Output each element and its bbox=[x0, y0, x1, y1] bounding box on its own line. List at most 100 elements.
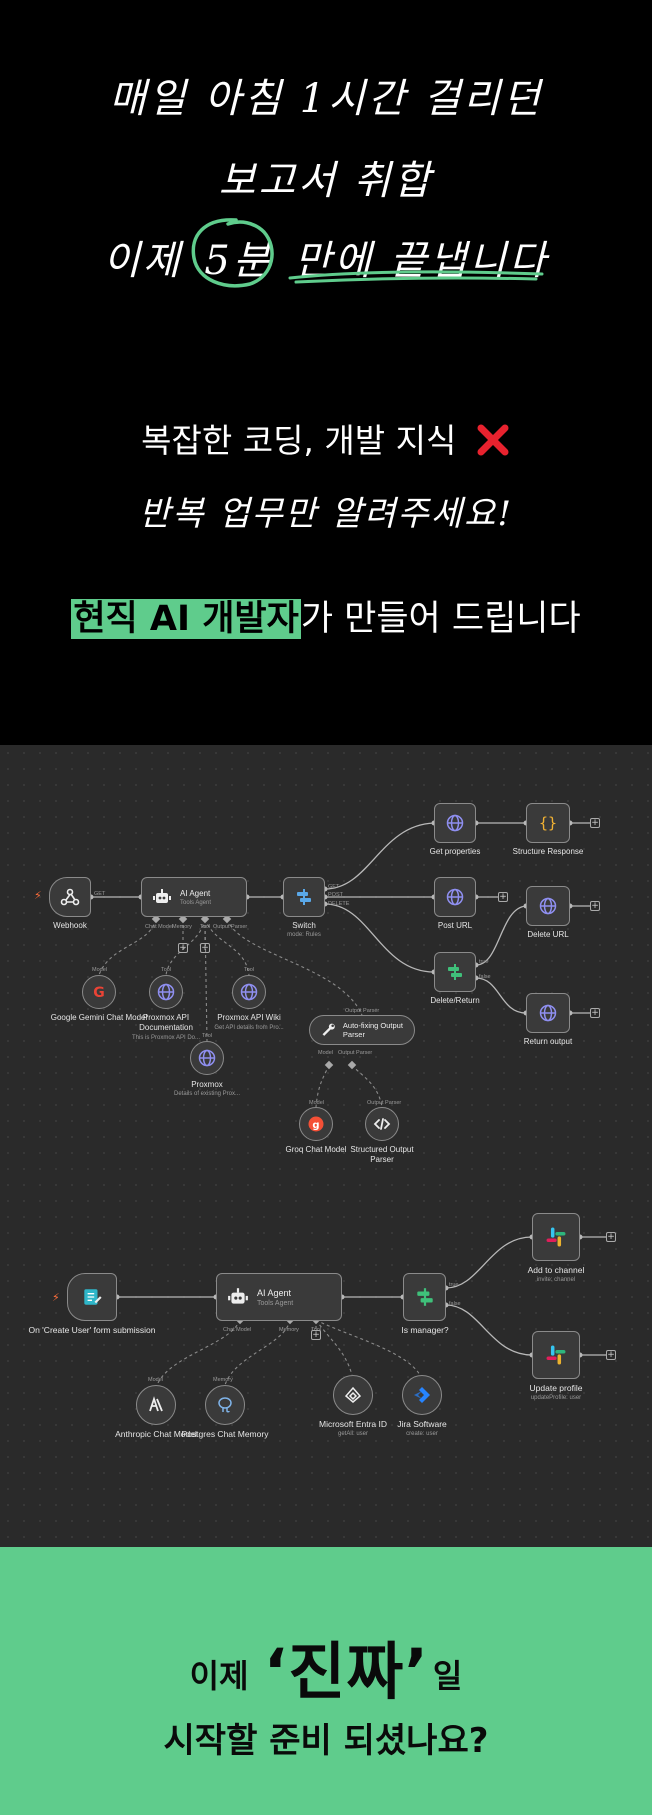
proxmox-wiki-port-label: Tool bbox=[244, 967, 255, 973]
structure-response-label: Structure Response bbox=[512, 847, 584, 856]
switch-signpost-icon bbox=[297, 889, 311, 905]
headline-post: 만에 끝냅니다 bbox=[294, 238, 549, 284]
form-trigger-label: On 'Create User' form submission bbox=[28, 1325, 156, 1335]
ai-agent-subtitle: Tools Agent bbox=[180, 899, 212, 906]
tools-wrench-icon bbox=[322, 1023, 335, 1036]
groq-model-node[interactable]: g bbox=[299, 1107, 333, 1141]
proxmox-wiki-node[interactable] bbox=[232, 975, 266, 1009]
svg-text:{}: {} bbox=[539, 814, 557, 832]
entra-id-node[interactable] bbox=[333, 1375, 373, 1415]
is-manager-label: Is manager? bbox=[401, 1325, 449, 1335]
add-after-channel-button[interactable]: + bbox=[606, 1232, 616, 1242]
get-properties-label: Get properties bbox=[429, 847, 481, 856]
groq-model-label: Groq Chat Model bbox=[285, 1145, 347, 1154]
globe-icon bbox=[539, 1004, 557, 1022]
autofix-top-port-label: Output Parser bbox=[345, 1008, 380, 1014]
globe-icon bbox=[539, 897, 557, 915]
hero-headline-line2: 보고서 취합 bbox=[218, 158, 434, 204]
proxmox-wiki-subtitle: Get API details from Pro... bbox=[214, 1025, 284, 1031]
globe-icon bbox=[446, 814, 464, 832]
subheading-repeat: 반복 업무만 알려주세요! bbox=[138, 494, 514, 534]
switch-port-delete: DELETE bbox=[328, 901, 350, 907]
slack-icon bbox=[546, 1345, 566, 1365]
groq-port-label: Model bbox=[309, 1100, 324, 1106]
gemini-model-node[interactable]: G bbox=[82, 975, 116, 1009]
svg-text:g: g bbox=[312, 1120, 319, 1131]
proxmox-doc-node[interactable] bbox=[149, 975, 183, 1009]
add-to-channel-node[interactable] bbox=[532, 1213, 580, 1261]
structured-parser-label: Structured Output Parser bbox=[350, 1145, 414, 1164]
ai-agent-2-subtitle: Tools Agent bbox=[257, 1299, 294, 1307]
form-trigger-node[interactable] bbox=[67, 1273, 117, 1321]
add-tool-button[interactable]: + bbox=[200, 943, 210, 953]
anthropic-model-node[interactable] bbox=[136, 1385, 176, 1425]
get-properties-node[interactable] bbox=[434, 803, 476, 843]
add-tool-button-2[interactable]: + bbox=[311, 1330, 321, 1340]
hero-headline-line1: 매일 아침 1시간 걸리던 bbox=[109, 76, 543, 122]
delete-url-node[interactable] bbox=[526, 886, 570, 926]
gemini-port-label: Model bbox=[92, 967, 107, 973]
cta-section: 이제 ‘진짜’일 시작할 준비 되셨나요? bbox=[0, 1547, 652, 1815]
postgres-memory-node[interactable] bbox=[205, 1385, 245, 1425]
delete-return-node[interactable] bbox=[434, 952, 476, 992]
hero-section: 매일 아침 1시간 걸리던 보고서 취합 이제 5분 만에 끝냅니다 복잡한 코… bbox=[0, 0, 652, 745]
autofix-port-model: Model bbox=[318, 1050, 333, 1056]
autofix-parser-node[interactable]: Auto-fixing Output Parser bbox=[309, 1015, 415, 1045]
globe-icon bbox=[240, 983, 258, 1001]
proxmox-port-label: Tool bbox=[202, 1033, 213, 1039]
add-after-post-button[interactable]: + bbox=[498, 892, 508, 902]
autofix-parser-label: Auto-fixing Output Parser bbox=[342, 1021, 403, 1039]
jira-label: Jira Software bbox=[397, 1419, 447, 1429]
anthropic-model-label: Anthropic Chat Model bbox=[115, 1429, 197, 1439]
delete-url-label: Delete URL bbox=[527, 930, 569, 939]
agent2-port-chat-model: Chat Model bbox=[223, 1327, 252, 1333]
agent-port-tool: Tool bbox=[200, 924, 211, 930]
cta-line2: 시작할 준비 되셨나요? bbox=[163, 1721, 489, 1761]
switch-port-get: GET bbox=[328, 884, 340, 890]
entra-id-label: Microsoft Entra ID bbox=[318, 1419, 388, 1429]
update-profile-node[interactable] bbox=[532, 1331, 580, 1379]
post-url-node[interactable] bbox=[434, 877, 476, 917]
entra-diamond-icon bbox=[344, 1386, 362, 1403]
proxmox-node[interactable] bbox=[190, 1041, 224, 1075]
return-output-label: Return output bbox=[523, 1037, 573, 1046]
curly-braces-icon: {} bbox=[539, 814, 557, 832]
proxmox-label: Proxmox bbox=[191, 1080, 223, 1089]
postgres-port-label: Memory bbox=[213, 1377, 233, 1383]
update-profile-subtitle: updateProfile: user bbox=[530, 1395, 582, 1401]
add-after-structure-button[interactable]: + bbox=[590, 818, 600, 828]
delete-port-true: true bbox=[479, 959, 489, 965]
cta-post: 일 bbox=[432, 1657, 463, 1695]
globe-icon bbox=[198, 1049, 216, 1067]
google-g-icon: G bbox=[93, 985, 105, 1001]
agent2-port-memory: Memory bbox=[279, 1327, 299, 1333]
webhook-node[interactable] bbox=[49, 877, 91, 917]
hero-headline-line3: 이제 5분 만에 끝냅니다 bbox=[0, 218, 652, 288]
jira-icon bbox=[414, 1387, 430, 1403]
is-manager-node[interactable] bbox=[403, 1273, 446, 1321]
add-after-delete-button[interactable]: + bbox=[590, 901, 600, 911]
manager-port-true: true bbox=[449, 1282, 459, 1288]
jira-node[interactable] bbox=[402, 1375, 442, 1415]
trigger-bolt-icon: ⚡ bbox=[52, 1291, 60, 1304]
add-memory-button[interactable]: + bbox=[178, 943, 188, 953]
structured-parser-node[interactable] bbox=[365, 1107, 399, 1141]
cta-line1: 이제 ‘진짜’일 bbox=[0, 1621, 652, 1711]
agent-port-chat-model: Chat Model bbox=[145, 924, 174, 930]
circled-text: 5분 bbox=[204, 238, 273, 284]
add-after-profile-button[interactable]: + bbox=[606, 1350, 616, 1360]
entra-id-subtitle: getAll: user bbox=[337, 1431, 368, 1437]
robot-icon bbox=[228, 1288, 248, 1304]
return-output-node[interactable] bbox=[526, 993, 570, 1033]
add-after-return-button[interactable]: + bbox=[590, 1008, 600, 1018]
globe-icon bbox=[157, 983, 175, 1001]
slack-icon bbox=[546, 1227, 566, 1247]
globe-icon bbox=[446, 888, 464, 906]
hand-drawn-circle-icon bbox=[192, 218, 275, 288]
robot-icon bbox=[153, 889, 171, 903]
cta-pre: 이제 bbox=[189, 1657, 249, 1695]
switch-node[interactable] bbox=[283, 877, 325, 917]
structure-response-node[interactable]: {} bbox=[526, 803, 570, 843]
